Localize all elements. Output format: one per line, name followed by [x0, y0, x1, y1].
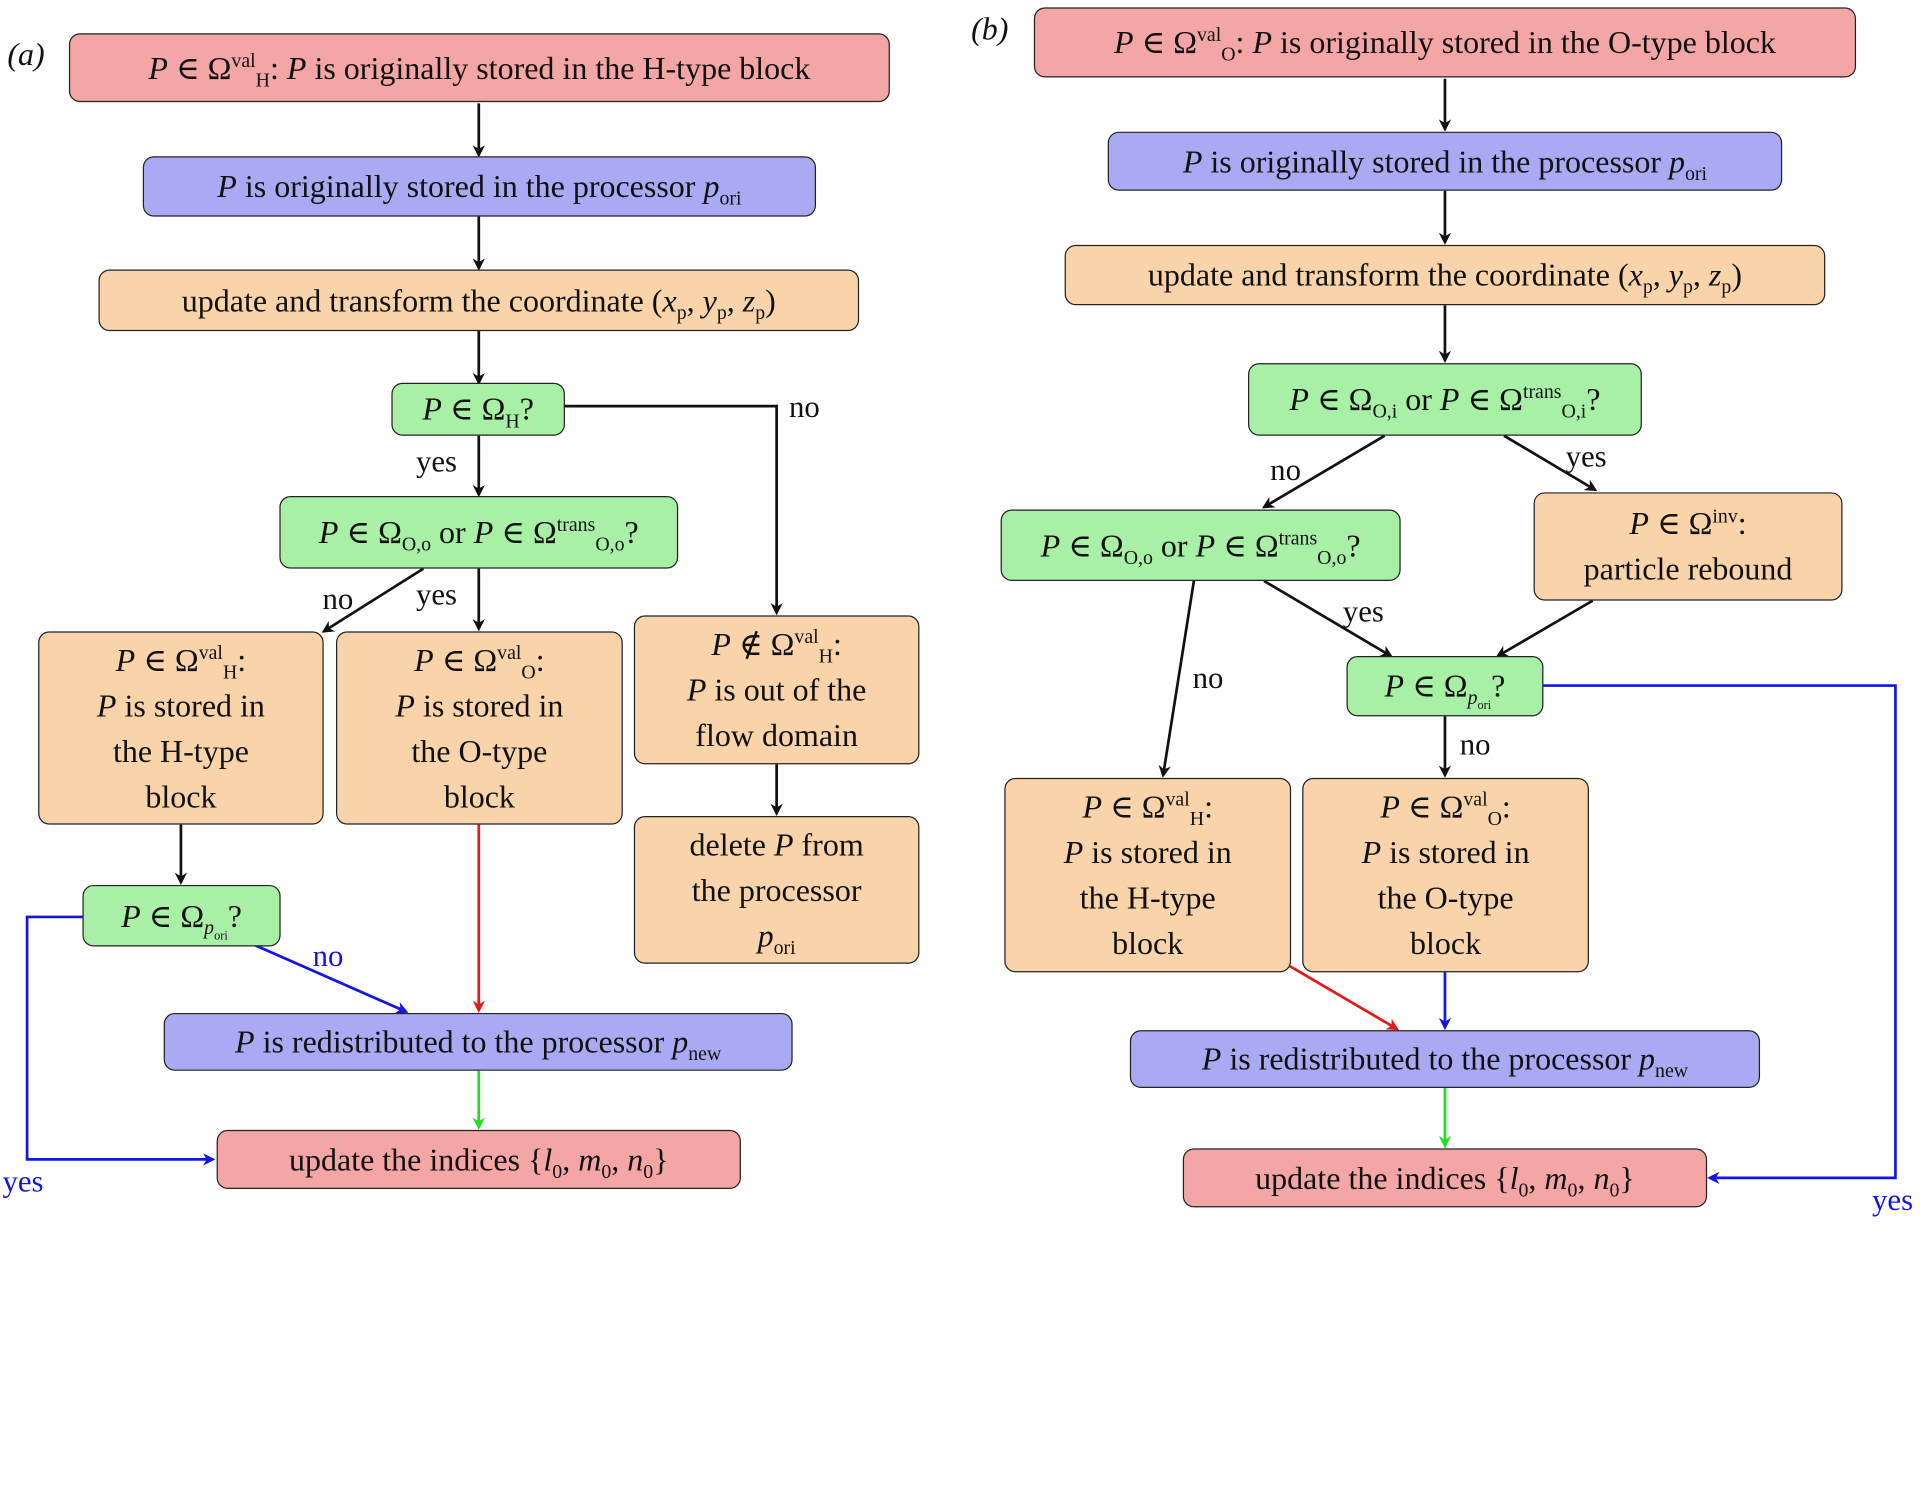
a-label-yes-1: yes	[416, 445, 458, 479]
a-stored-h-block-box: P ∈ ΩvalH: P is stored in the H-type blo…	[38, 631, 324, 825]
a-redistributed-box: P is redistributed to the processor pnew	[163, 1012, 793, 1071]
a-start-box: P ∈ ΩvalH: P is originally stored in the…	[68, 33, 890, 103]
panel-b-label: (b)	[971, 11, 1009, 47]
b-label-yes-2: yes	[1342, 595, 1384, 629]
b-decision-omega-pori: P ∈ Ωpori?	[1346, 656, 1544, 717]
a-decision-omega-pori: P ∈ Ωpori?	[82, 884, 281, 947]
arrow-b8	[1289, 965, 1400, 1031]
a-update-indices-box: update the indices {l0, m0, n0}	[216, 1129, 741, 1189]
b-label-no-2: no	[1192, 662, 1224, 696]
b-label-no-1: no	[1270, 454, 1301, 488]
arrow-b4-yes	[1503, 434, 1598, 492]
a-delete-box: delete P from the processor pori	[633, 816, 920, 964]
b-decision-omega-oi: P ∈ ΩO,i or P ∈ ΩtransO,i?	[1248, 363, 1642, 436]
arrow-a4-no	[563, 404, 783, 616]
b-redistributed-box: P is redistributed to the processor pnew	[1129, 1030, 1761, 1089]
arrow-a8-no	[251, 942, 409, 1014]
a-orig-processor-box: P is originally stored in the processor …	[142, 156, 817, 217]
arrow-b7-yes	[1543, 684, 1897, 1185]
a-stored-o-block-box: P ∈ ΩvalO: P is stored in the O-type blo…	[336, 631, 623, 825]
b-update-coordinate-box: update and transform the coordinate (xp,…	[1064, 244, 1826, 306]
b-label-yes-3: yes	[1872, 1184, 1914, 1218]
b-particle-rebound-box: P ∈ Ωinv: particle rebound	[1533, 492, 1843, 601]
b-stored-o-block-box: P ∈ ΩvalO: P is stored in the O-type blo…	[1302, 777, 1589, 973]
b-stored-h-block-box: P ∈ ΩvalH: P is stored in the H-type blo…	[1004, 777, 1292, 973]
a-label-no-3: no	[312, 940, 344, 974]
b-update-indices-box: update the indices {l0, m0, n0}	[1182, 1148, 1708, 1208]
arrow-b5-no	[1158, 580, 1196, 778]
a-label-yes-2: yes	[416, 578, 458, 612]
a-label-no-2: no	[322, 583, 354, 617]
a-label-no-1: no	[788, 391, 820, 425]
b-label-no-3: no	[1459, 728, 1491, 762]
a-label-yes-3: yes	[2, 1165, 44, 1199]
arrow-b4-no	[1261, 434, 1386, 509]
arrow-a5-no	[321, 567, 425, 633]
arrow-b5-yes	[1263, 579, 1393, 658]
a-decision-omega-oo: P ∈ ΩO,o or P ∈ ΩtransO,o?	[279, 496, 679, 569]
a-update-coordinate-box: update and transform the coordinate (xp,…	[98, 269, 860, 332]
b-start-text: is originally stored in the O-type block	[1280, 24, 1776, 61]
b-decision-omega-oo: P ∈ ΩO,o or P ∈ ΩtransO,o?	[1000, 509, 1401, 581]
panel-a-label: (a)	[7, 36, 45, 73]
a-decision-omega-h: P ∈ ΩH?	[391, 382, 565, 436]
arrow-b6	[1495, 599, 1594, 658]
arrow-layer	[25, 78, 1897, 1185]
b-start-box: P ∈ ΩvalO: P is originally stored in the…	[1033, 7, 1857, 78]
arrow-a8-yes	[25, 915, 216, 1166]
b-label-yes-1: yes	[1565, 440, 1607, 474]
a-start-text: is originally stored in the H-type block	[314, 49, 811, 86]
b-orig-processor-box: P is originally stored in the processor …	[1107, 131, 1783, 191]
a-out-of-domain-box: P ∉ ΩvalH: P is out of the flow domain	[633, 615, 920, 765]
